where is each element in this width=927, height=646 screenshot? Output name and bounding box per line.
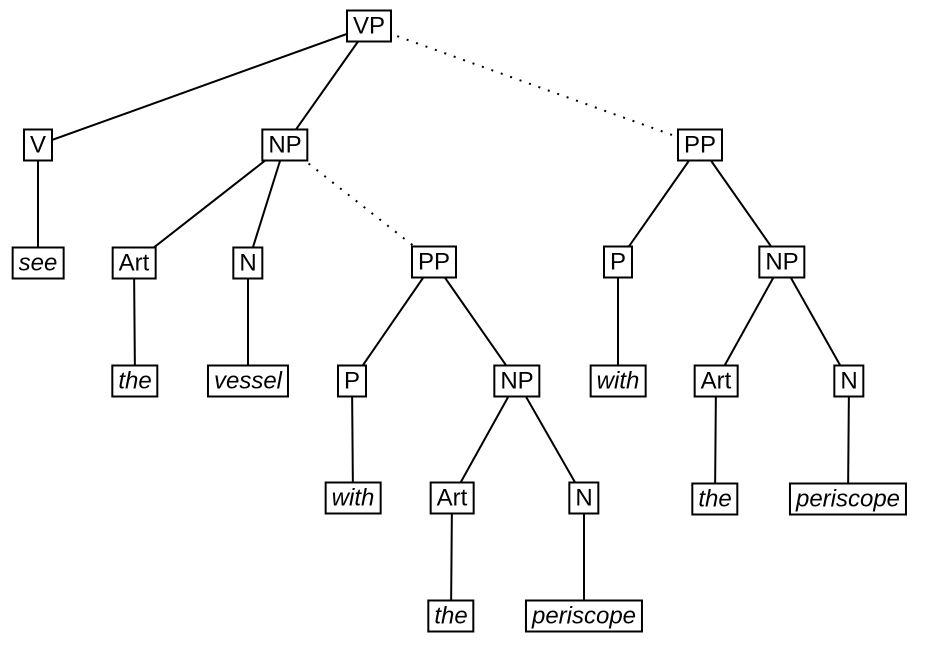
tree-node-p-mid: P <box>336 364 368 398</box>
tree-edge-n-right-periscope-right <box>847 380 850 500</box>
tree-node-the-left: the <box>111 364 159 398</box>
tree-node-pp-mid: PP <box>410 245 458 279</box>
tree-edge-art-left-the-left <box>133 262 136 382</box>
tree-node-with-mid: with <box>324 481 382 515</box>
tree-edge-np-top-pp-mid-dotted <box>284 144 435 263</box>
tree-node-n-right: N <box>833 364 865 398</box>
tree-edge-pp-right-p-right <box>617 144 701 263</box>
tree-node-v: V <box>22 128 54 162</box>
tree-node-art-mid: Art <box>429 481 475 515</box>
tree-edge-np-mid-art-mid <box>451 380 518 499</box>
tree-node-vessel: vessel <box>206 364 290 398</box>
tree-edge-np-top-n-left <box>247 144 286 264</box>
tree-edge-vp-v <box>37 25 370 146</box>
tree-edge-p-mid-with-mid <box>351 380 354 499</box>
tree-node-art-left: Art <box>111 246 157 280</box>
tree-node-p-right: P <box>602 245 634 279</box>
tree-node-np-right: NP <box>758 245 806 279</box>
tree-node-vp: VP <box>345 9 393 43</box>
tree-edge-np-right-art-right <box>715 261 783 382</box>
tree-node-np-mid: NP <box>493 364 541 398</box>
tree-node-art-right: Art <box>693 364 739 398</box>
tree-node-pp-right: PP <box>676 128 724 162</box>
tree-edge-art-mid-the-mid <box>450 497 453 617</box>
tree-edge-vp-np-top <box>284 25 370 146</box>
tree-node-n-left: N <box>232 246 264 280</box>
tree-node-with-right: with <box>589 364 647 398</box>
tree-edge-np-top-art-left <box>133 144 286 264</box>
tree-node-the-right: the <box>691 482 739 516</box>
tree-edge-np-right-n-right <box>781 261 850 382</box>
tree-node-periscope-mid: periscope <box>524 599 644 633</box>
tree-edge-pp-mid-np-mid <box>433 261 518 382</box>
tree-node-n-mid: N <box>568 481 600 515</box>
tree-edge-pp-right-np-right <box>699 144 783 263</box>
tree-node-periscope-right: periscope <box>788 482 908 516</box>
tree-edge-vp-pp-right-dotted <box>368 25 701 146</box>
tree-edge-pp-mid-p-mid <box>351 261 435 382</box>
tree-edge-art-right-the-right <box>714 380 717 500</box>
tree-node-the-mid: the <box>427 599 475 633</box>
tree-node-np-top: NP <box>261 128 309 162</box>
tree-node-see: see <box>11 246 65 280</box>
tree-edge-np-mid-n-mid <box>516 380 585 499</box>
